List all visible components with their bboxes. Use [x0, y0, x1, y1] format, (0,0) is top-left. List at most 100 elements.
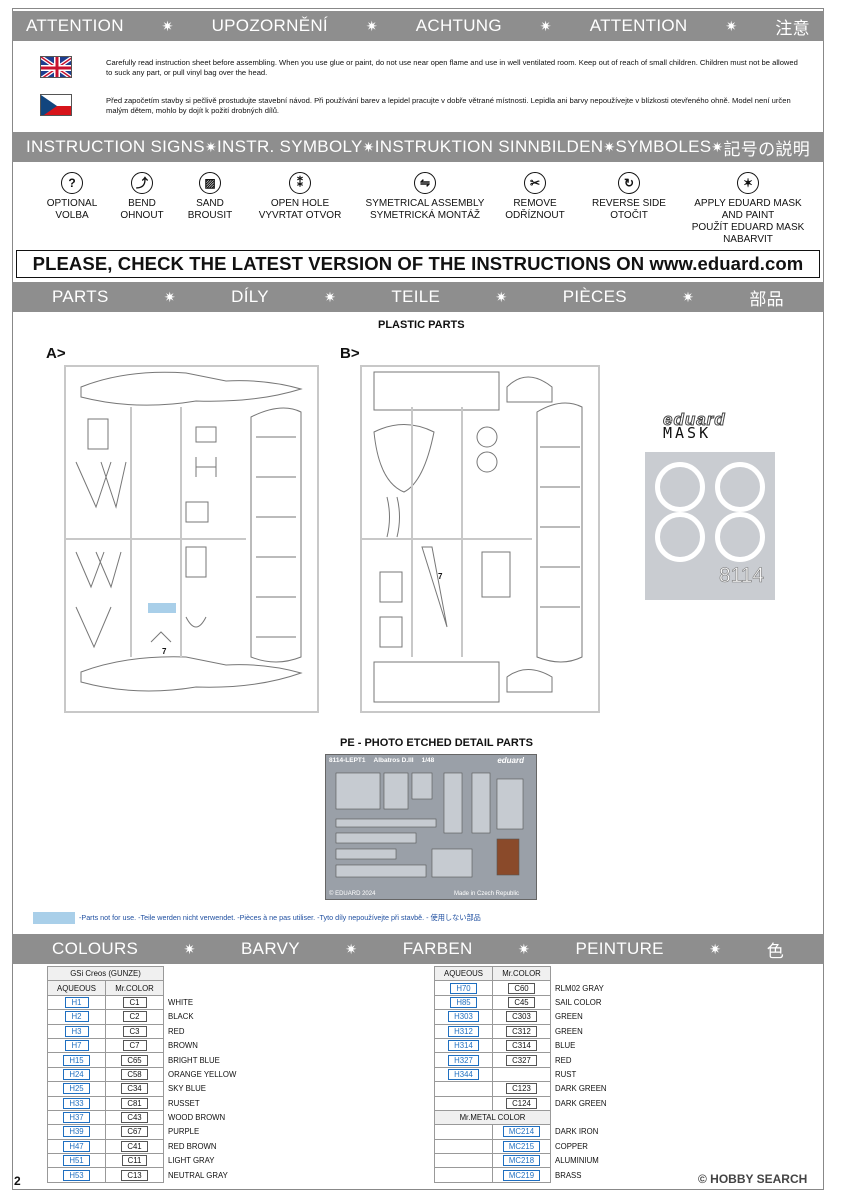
sign-label: OTOČIT: [610, 210, 648, 221]
colour-name: RLM02 GRAY: [555, 983, 604, 993]
mask-word: MASK: [663, 424, 712, 442]
pe-code: 8114-LEPT1: [329, 757, 366, 764]
paint-code-cell: C303: [492, 1009, 551, 1025]
sign-label: BEND: [128, 198, 156, 209]
metal-colour-row: MC218 ALUMINIUM: [434, 1153, 783, 1169]
pe-name: Albatros D.III: [373, 757, 414, 764]
colour-name: DARK IRON: [555, 1127, 599, 1137]
band-parts-fr: PIÈCES: [562, 287, 627, 306]
paint-code: H312: [448, 1025, 479, 1037]
paint-code: C41: [121, 1140, 148, 1152]
paint-code-cell: C1: [105, 994, 164, 1011]
band-attention-en: ATTENTION: [26, 16, 124, 35]
paint-code-cell: H7: [47, 1037, 106, 1054]
star-icon: ✷: [183, 940, 196, 957]
paint-code-cell: C65: [105, 1052, 164, 1068]
not-for-use-swatch: [33, 912, 75, 924]
remove-icon: ✂: [524, 172, 546, 194]
metal-header-row: Mr.METAL COLOR: [434, 1109, 783, 1126]
paint-code: C314: [506, 1040, 537, 1052]
sign-label: REMOVE: [513, 198, 557, 209]
pe-copyright: © EDUARD 2024: [329, 891, 376, 897]
paint-code: H24: [63, 1068, 90, 1080]
star-icon: ✷: [204, 138, 217, 155]
band-parts-jp: 部品: [749, 289, 784, 309]
band-parts-en: PARTS: [52, 287, 109, 306]
sign-label: NABARVIT: [723, 234, 773, 245]
paint-code-cell: C327: [492, 1052, 551, 1068]
colour-name: RUST: [555, 1069, 577, 1079]
colour-name: COPPER: [555, 1141, 588, 1151]
colour-name: BRASS: [555, 1170, 582, 1180]
sprue-b-parts-icon: [362, 371, 583, 703]
paint-code-cell: MC219: [492, 1167, 551, 1183]
optional-icon: ?: [61, 172, 83, 194]
pe-brand: eduard: [497, 756, 524, 765]
warning-text-en: Carefully read instruction sheet before …: [106, 58, 798, 77]
paint-code-cell: C7: [105, 1037, 164, 1054]
sign-label: OHNOUT: [120, 210, 164, 221]
colour-name: SAIL COLOR: [555, 997, 602, 1007]
paint-code-cell: H47: [47, 1138, 106, 1155]
pe-parts-icon: [335, 772, 524, 878]
star-icon: ✷: [682, 288, 695, 305]
band-instr-de: INSTRUKTION SINNBILDEN: [374, 137, 604, 156]
sprue-b-label: B>: [340, 345, 360, 362]
symmetrical-icon: ⇋: [414, 172, 436, 194]
sprue-b: 7: [360, 365, 600, 713]
colour-name: ALUMINIUM: [555, 1156, 599, 1166]
band-attention-fr: ATTENTION: [589, 16, 688, 35]
paint-code: MC219: [502, 1169, 541, 1181]
colour-name: DARK GREEN: [555, 1084, 607, 1094]
colour-name: RED BROWN: [168, 1141, 217, 1151]
paint-code-cell: H33: [47, 1095, 106, 1111]
col-mrcolor-header: Mr.COLOR: [105, 980, 164, 996]
metal-colour-row: MC219 BRASS: [434, 1167, 783, 1183]
paint-code: H303: [448, 1011, 479, 1023]
paint-code-cell: C41: [105, 1138, 164, 1155]
star-icon: ✷: [495, 288, 508, 305]
attention-band: ATTENTION✷ UPOZORNĚNÍ✷ ACHTUNG✷ ATTENTIO…: [12, 11, 824, 41]
sign-label: VYVRTAT OTVOR: [258, 210, 342, 221]
paint-code: H7: [64, 1040, 89, 1052]
paint-code: C58: [121, 1068, 148, 1080]
paint-code-cell: C3: [105, 1023, 164, 1039]
paint-code: H53: [63, 1169, 90, 1181]
paint-code: C67: [121, 1126, 148, 1138]
paint-code: C123: [506, 1083, 537, 1095]
paint-code: C312: [506, 1025, 537, 1037]
paint-code: H314: [448, 1040, 479, 1052]
band-colours-cz: BARVY: [241, 939, 300, 958]
colour-name: RUSSET: [168, 1098, 200, 1108]
paint-code: MC218: [502, 1155, 541, 1167]
star-icon: ✷: [709, 940, 722, 957]
colour-name: RED: [555, 1055, 572, 1065]
parts-band: PARTS✷ DÍLY✷ TEILE✷ PIÈCES✷ 部品: [12, 282, 824, 312]
pe-scale: 1/48: [421, 757, 435, 764]
paint-code-cell: C2: [105, 1009, 164, 1025]
colour-name: BLUE: [555, 1041, 576, 1051]
paint-brand-header: GSi Creos (GUNZE): [47, 965, 164, 982]
star-icon: ✷: [539, 17, 552, 34]
star-icon: ✷: [161, 17, 174, 34]
paint-code: H47: [63, 1140, 90, 1152]
instruction-band: INSTRUCTION SIGNS✷ INSTR. SYMBOLY✷ INSTR…: [12, 132, 824, 162]
not-for-use-text: -Parts not for use. -Teile werden nicht …: [79, 913, 481, 922]
paint-code: H85: [450, 996, 477, 1008]
star-icon: ✷: [518, 940, 531, 957]
watermark: © HOBBY SEARCH: [698, 1172, 808, 1186]
paint-code: H51: [63, 1155, 90, 1167]
paint-code: C124: [506, 1097, 537, 1109]
paint-code-cell: C123: [492, 1081, 551, 1097]
